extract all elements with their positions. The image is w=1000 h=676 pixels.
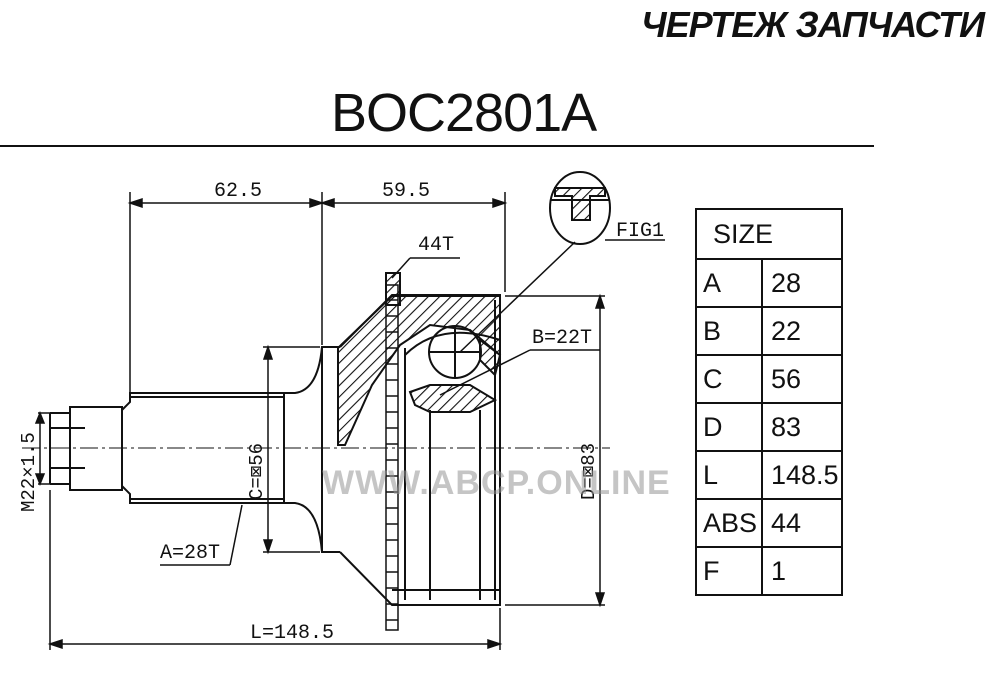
size-value: 56 (761, 354, 843, 404)
table-row: L 148.5 (695, 450, 843, 500)
shaft-body (49, 294, 501, 606)
brand-title: ЧЕРТЕЖ ЗАПЧАСТИ (641, 4, 985, 45)
title-rule (0, 145, 874, 147)
ball-cage (404, 325, 502, 413)
size-key: D (695, 402, 763, 452)
label-length: L=148.5 (250, 622, 334, 645)
label-d-83: D=⊠83 (578, 443, 600, 500)
thread-dim (34, 410, 50, 487)
label-44t: 44T (418, 234, 454, 257)
label-a-28t: A=28T (160, 542, 220, 565)
size-value: 44 (761, 498, 843, 548)
b-spline-leader (439, 349, 600, 396)
size-key: F (695, 546, 763, 596)
size-value: 1 (761, 546, 843, 596)
d-diameter-dim (505, 293, 606, 608)
table-row: B 22 (695, 306, 843, 356)
part-number-title: BOC2801A (331, 83, 597, 143)
size-key: C (695, 354, 763, 404)
label-c-56: C=⊠56 (246, 443, 268, 500)
bell-section (337, 295, 501, 446)
table-row: C 56 (695, 354, 843, 404)
size-key: B (695, 306, 763, 356)
c-diameter-dim (262, 344, 320, 555)
size-key: ABS (695, 498, 763, 548)
dim-62-5: 62.5 (214, 180, 262, 203)
teeth-44-leader (391, 257, 460, 279)
label-b-22t: B=22T (532, 327, 592, 350)
size-key: L (695, 450, 763, 500)
length-dim (47, 490, 503, 650)
size-table-header-row: SIZE (695, 208, 843, 260)
dim-59-5: 59.5 (382, 180, 430, 203)
fig1-detail (459, 171, 665, 353)
table-row: ABS 44 (695, 498, 843, 548)
abs-tooth-detail (385, 272, 401, 306)
size-key: A (695, 258, 763, 308)
table-row: A 28 (695, 258, 843, 308)
watermark: WWW.ABCP.ONLINE (322, 464, 671, 502)
top-dimensions (127, 192, 508, 392)
size-table-header: SIZE (695, 208, 843, 260)
table-row: D 83 (695, 402, 843, 452)
label-fig1: FIG1 (616, 220, 664, 243)
size-table: SIZE A 28 B 22 C 56 D 83 L 148.5 ABS 44 … (695, 208, 843, 596)
size-value: 22 (761, 306, 843, 356)
size-value: 83 (761, 402, 843, 452)
table-row: F 1 (695, 546, 843, 596)
label-thread: M22×1.5 (18, 432, 40, 512)
size-value: 28 (761, 258, 843, 308)
a-spline-leader (160, 504, 243, 566)
size-value: 148.5 (761, 450, 843, 500)
